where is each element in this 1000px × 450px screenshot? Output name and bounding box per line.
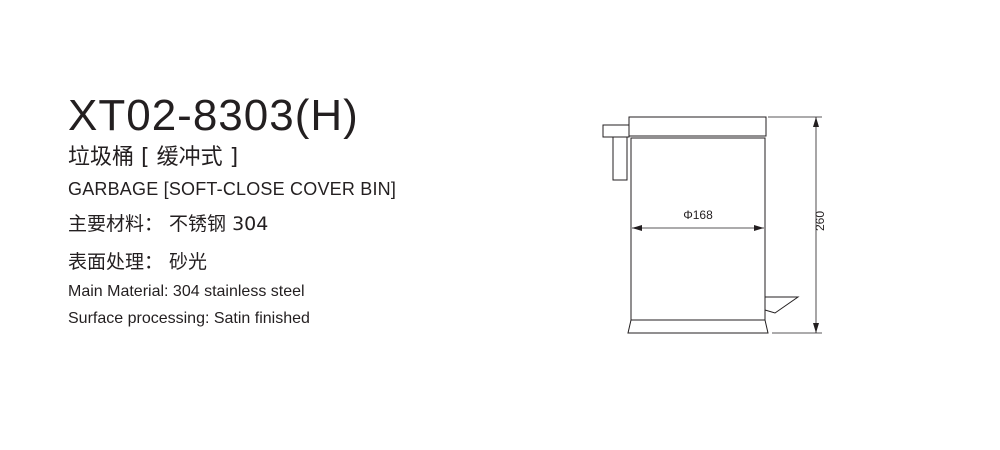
material-cn: 主要材料： 不锈钢 304 — [68, 213, 269, 235]
surface-cn: 表面处理： 砂光 — [68, 251, 208, 273]
bin-base — [627, 319, 769, 334]
diameter-label: Φ168 — [683, 208, 713, 222]
product-name-cn: 垃圾桶 [ 缓冲式 ] — [68, 145, 239, 170]
hinge-bracket — [602, 124, 630, 138]
bin-lid — [628, 116, 767, 137]
bin-technical-drawing: Φ168 260 — [602, 116, 827, 334]
surface-en: Surface processing: Satin finished — [68, 310, 310, 327]
height-label: 260 — [813, 211, 827, 231]
hinge-post — [612, 136, 628, 181]
height-arrow-bottom — [813, 323, 819, 333]
model-number: XT02-8303(H) — [68, 91, 359, 140]
height-arrow-top — [813, 117, 819, 127]
material-en: Main Material: 304 stainless steel — [68, 283, 305, 300]
product-name-en: GARBAGE [SOFT-CLOSE COVER BIN] — [68, 179, 397, 199]
foot-pedal — [764, 296, 800, 314]
bin-body — [630, 137, 766, 321]
